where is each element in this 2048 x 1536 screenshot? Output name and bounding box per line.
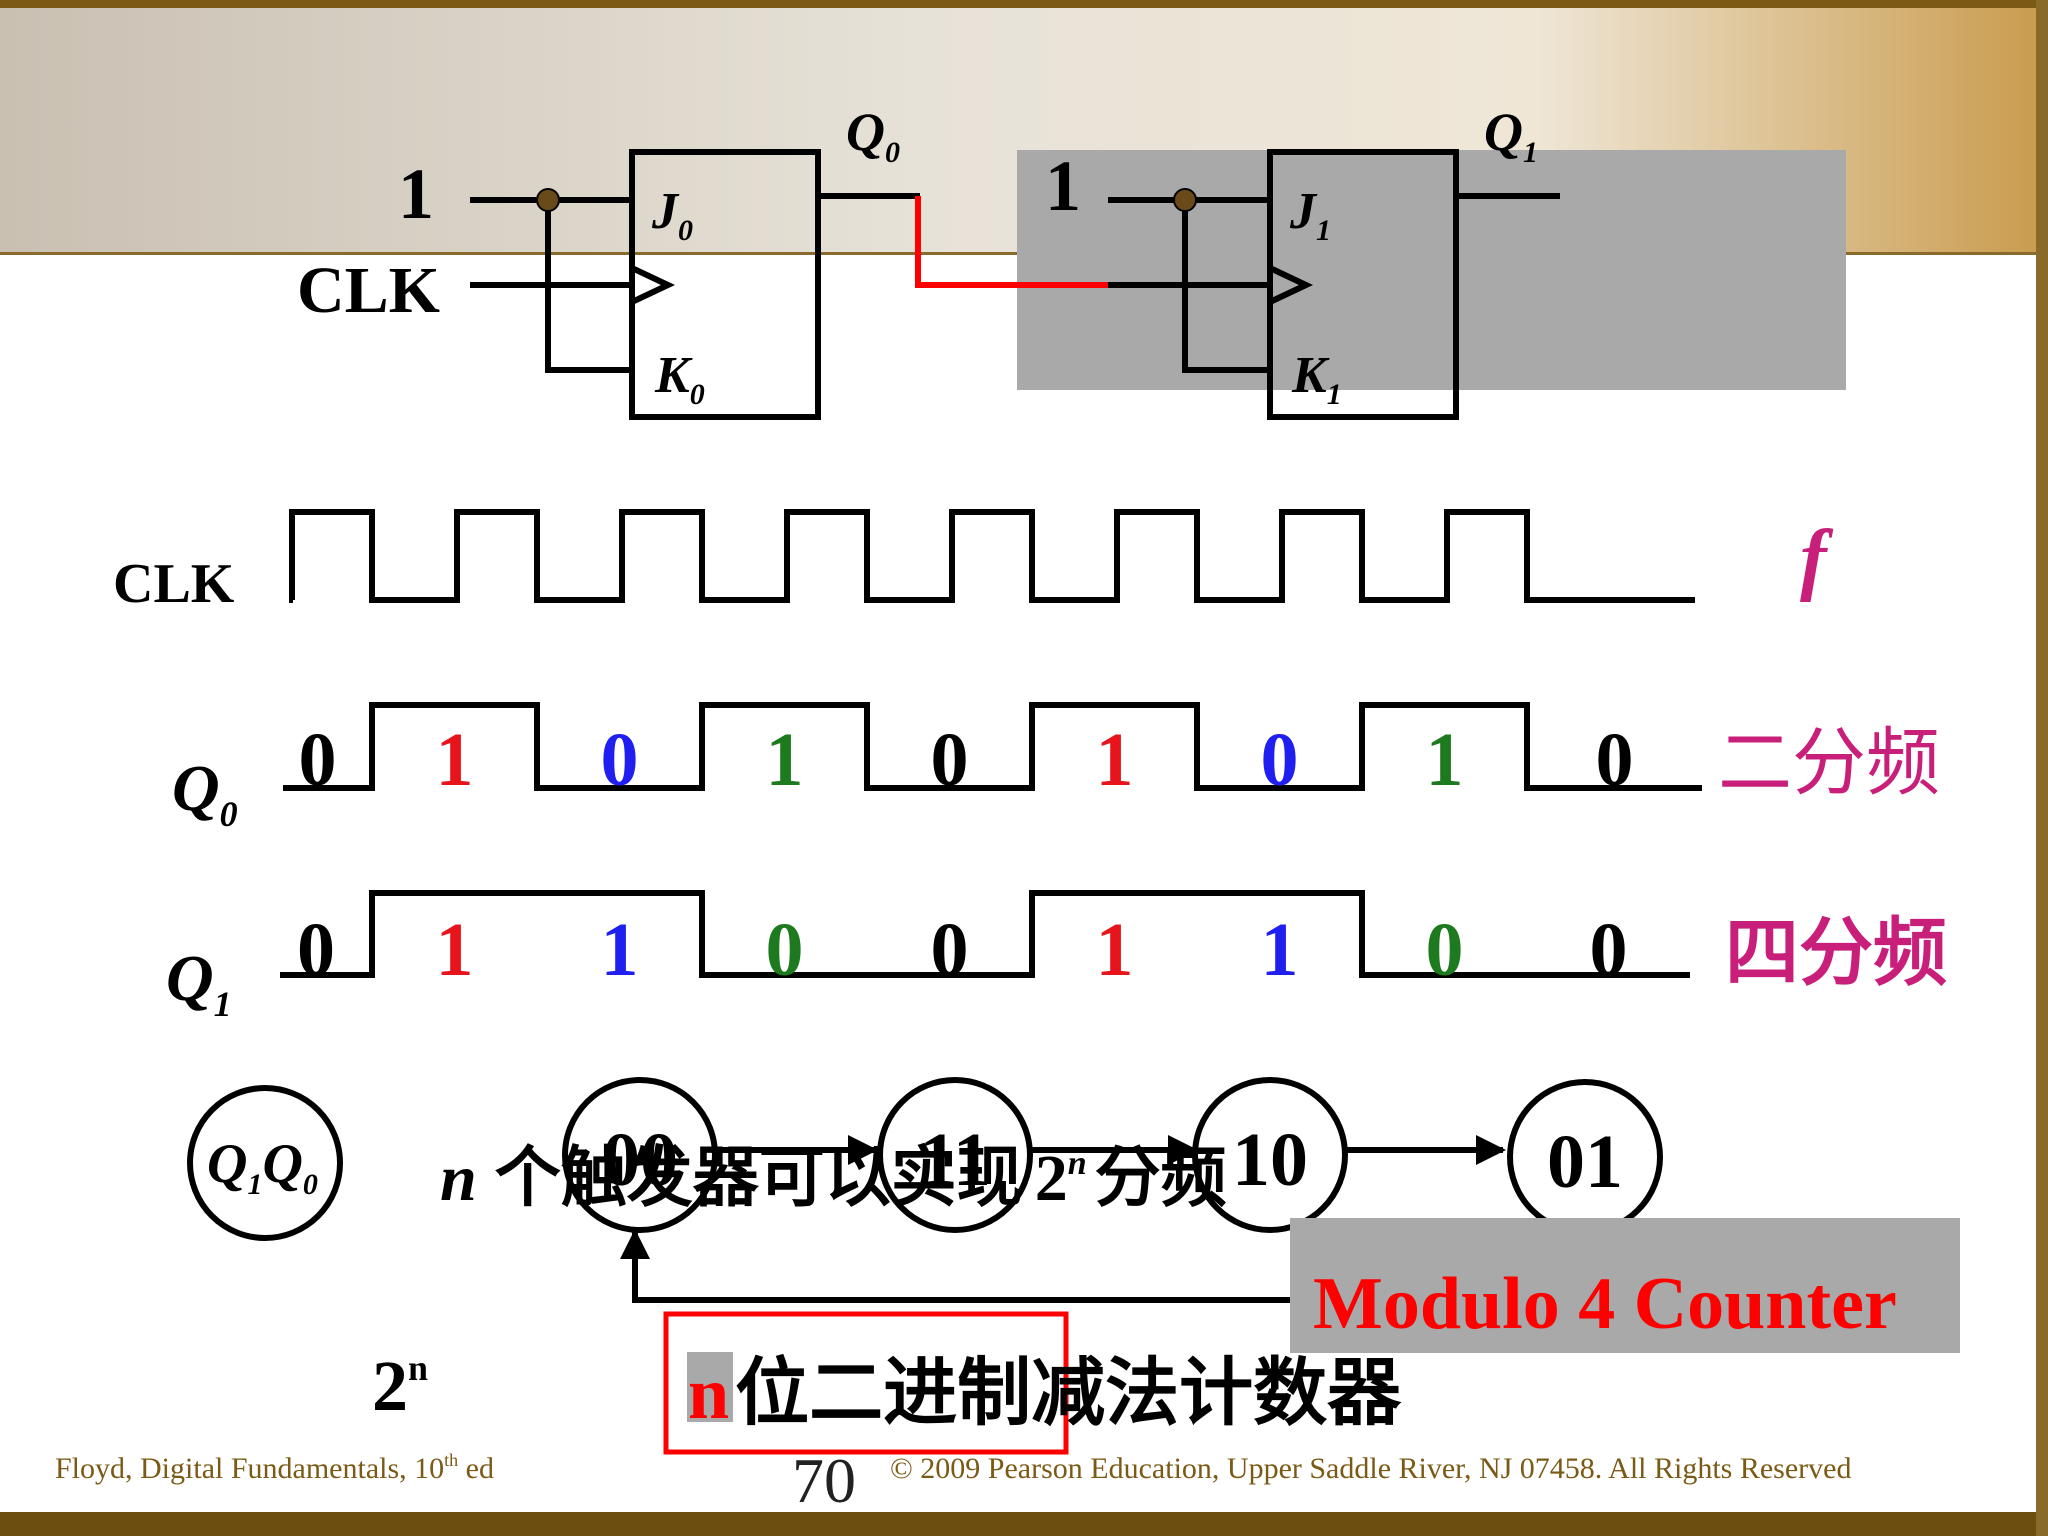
q1-divide-annotation: 四分频 <box>1725 913 1947 995</box>
clk-waveform <box>289 509 1695 603</box>
q0-divide-annotation: 二分频 <box>1718 723 1940 805</box>
counter-title-frame <box>663 1311 1069 1455</box>
ff1-k-label: K1 <box>1291 347 1342 411</box>
bit-value: 1 <box>436 718 474 802</box>
state-circle-00 <box>562 1077 718 1233</box>
ff1-input-one: 1 <box>1045 146 1081 226</box>
state-circle-10 <box>1192 1077 1348 1233</box>
bit-value: 1 <box>1261 908 1299 992</box>
footer-copyright: © 2009 Pearson Education, Upper Saddle R… <box>890 1452 1851 1485</box>
state-diagram: Q1Q0 00 11 10 01 <box>187 1077 1663 1303</box>
ff0-clk-triangle <box>630 265 676 305</box>
state-legend-circle <box>187 1085 343 1241</box>
circuit-clk-label: CLK <box>297 254 440 327</box>
state-label-11: 11 <box>919 1118 991 1202</box>
bit-value: 0 <box>1261 718 1299 802</box>
ff0-junction-dot <box>536 188 560 212</box>
footer-citation: Floyd, Digital Fundamentals, 10th ed <box>55 1450 494 1485</box>
timing-clk-label: CLK <box>113 553 235 615</box>
ff1-j-label: J1 <box>1289 183 1331 247</box>
ff1-k-wire <box>1182 200 1270 373</box>
bit-value: 1 <box>436 908 474 992</box>
q0-output-label: Q0 <box>846 102 900 169</box>
bit-value: 0 <box>1590 908 1628 992</box>
bit-value: 0 <box>299 718 337 802</box>
bit-value: 1 <box>601 908 639 992</box>
state-circle-11 <box>877 1077 1033 1233</box>
bit-value: 0 <box>601 718 639 802</box>
transition-01-00 <box>620 1229 1290 1303</box>
q1-output-label: Q1 <box>1484 102 1538 169</box>
q0-to-clk1-wire <box>915 196 1110 288</box>
bit-value: 0 <box>931 908 969 992</box>
modulo-label: Modulo 4 Counter <box>1313 1263 1897 1345</box>
timing-q1-label: Q1 <box>166 942 232 1024</box>
q1-bit-values: 0 1 1 0 0 1 1 0 0 <box>297 908 1628 992</box>
modulo-label-box <box>1290 1218 1960 1353</box>
bit-value: 1 <box>766 718 804 802</box>
right-frame <box>2036 0 2048 1536</box>
state-label-10: 10 <box>1232 1118 1308 1202</box>
q1-waveform <box>280 890 1690 978</box>
ff1-junction-dot <box>1173 188 1197 212</box>
top-frame <box>0 0 2048 8</box>
ff1-highlight <box>1017 150 1846 390</box>
ff1-clk-triangle <box>1268 265 1314 305</box>
q0-bit-values: 0 1 0 1 0 1 0 1 0 <box>299 718 1634 802</box>
ff0-k-label: K0 <box>654 347 705 411</box>
bit-value: 0 <box>1596 718 1634 802</box>
q0-waveform <box>283 702 1702 791</box>
bit-value: 1 <box>1096 908 1134 992</box>
bit-value: 0 <box>766 908 804 992</box>
ff0-j-label: J0 <box>651 183 693 247</box>
bit-value: 1 <box>1426 718 1464 802</box>
bit-value: 0 <box>297 908 335 992</box>
two-to-n: 2n <box>372 1346 428 1426</box>
counter-title: n位二进制减法计数器 <box>688 1353 1402 1435</box>
ff0-k-wire <box>545 200 632 373</box>
bit-value: 0 <box>1426 908 1464 992</box>
page-number: 70 <box>792 1445 856 1516</box>
ff0-input-one: 1 <box>398 154 434 234</box>
bottom-frame <box>0 1512 2048 1536</box>
state-label-01: 01 <box>1547 1120 1623 1204</box>
n-highlight <box>687 1352 733 1422</box>
bit-value: 0 <box>931 718 969 802</box>
flip-flop-circuit <box>470 149 1560 420</box>
state-label-00: 00 <box>602 1118 678 1202</box>
state-legend-label: Q1Q0 <box>207 1133 318 1201</box>
bit-value: 1 <box>1096 718 1134 802</box>
timing-q0-label: Q0 <box>172 752 238 834</box>
